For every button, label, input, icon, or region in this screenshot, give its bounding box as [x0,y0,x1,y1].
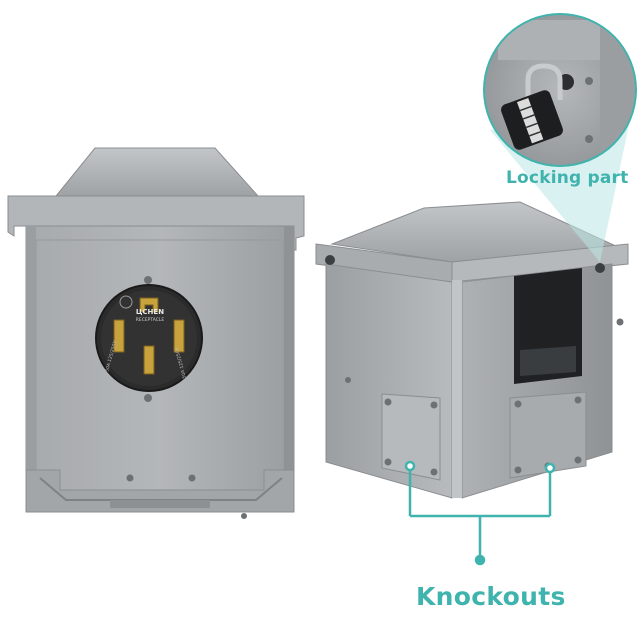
locking-zoom-callout [483,13,637,262]
knockout-plate-right [509,391,587,479]
side-enclosure [315,201,629,499]
receptacle-word: RECEPTACLE [136,317,165,323]
receptacle [95,276,203,402]
padlock-icon [501,63,563,150]
knockouts-pointer [404,460,556,566]
locking-part-label: Locking part [506,168,629,188]
front-enclosure: ЦCHEN RECEPTACLE 50A 125/250V 50A 125/25… [7,147,305,519]
receptacle-brand: ЦCHEN [136,308,164,316]
knockouts-label: Knockouts [416,582,566,611]
